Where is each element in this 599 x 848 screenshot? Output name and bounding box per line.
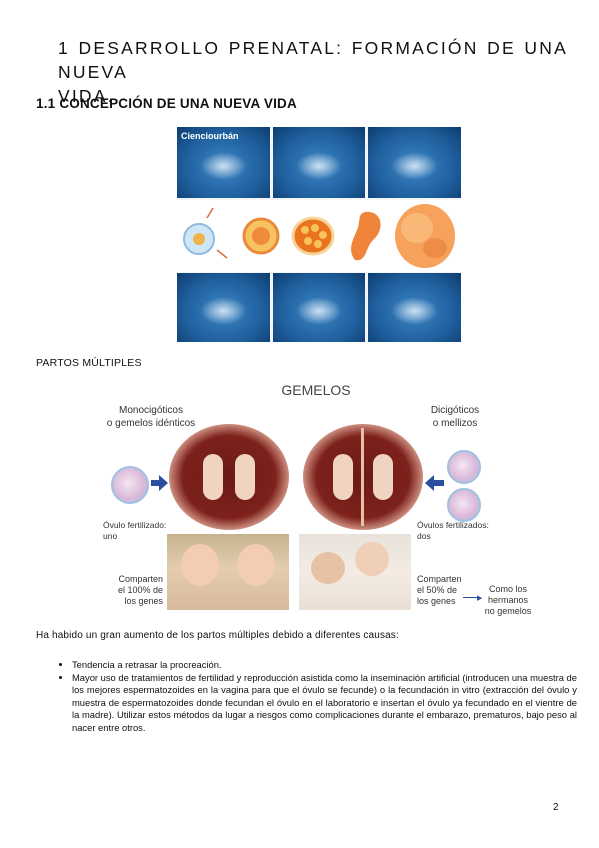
- chapter-title-line1: 1 DESARROLLO PRENATAL: FORMACIÓN DE UNA …: [58, 38, 568, 82]
- arrow-right-icon: ▶: [477, 595, 483, 602]
- section-title: 1.1 CONCEPCIÓN DE UNA NUEVA VIDA: [36, 96, 297, 111]
- arrow-right-icon: [159, 475, 168, 491]
- fetus-figure: [373, 454, 393, 500]
- arrow-shaft: [151, 480, 161, 486]
- identical-twins-photo: [167, 534, 289, 610]
- chapter-title: 1 DESARROLLO PRENATAL: FORMACIÓN DE UNA …: [58, 36, 568, 108]
- embryo-development-strip: [177, 200, 461, 272]
- ovum-nucleus: [193, 233, 205, 245]
- share-50-label: Comparten el 50% de los genes: [417, 574, 462, 606]
- early-embryo-shape: [351, 211, 381, 261]
- fetus-figure: [235, 454, 255, 500]
- ultrasound-image: [177, 273, 270, 342]
- dizygotic-label: Dicigóticos o mellizos: [430, 405, 480, 429]
- causes-list: Tendencia a retrasar la procreación. May…: [58, 659, 577, 735]
- twins-figure: GEMELOS Monocigóticos o gemelos idéntico…: [95, 380, 537, 620]
- arrow-shaft: [434, 480, 444, 486]
- arrow-shaft: [463, 597, 479, 598]
- fraternal-twins-photo: [299, 534, 411, 610]
- baby-face: [237, 544, 275, 586]
- ultrasound-image: [273, 273, 365, 342]
- womb-dizygotic: [303, 424, 423, 530]
- baby-face: [355, 542, 389, 576]
- embryo-stages-svg: [183, 204, 455, 268]
- morula-shape: [291, 216, 335, 256]
- twins-title: GEMELOS: [281, 382, 351, 398]
- page-number: 2: [553, 802, 559, 813]
- fetus-figure: [333, 454, 353, 500]
- baby-face: [311, 552, 345, 584]
- arrow-left-icon: [425, 475, 434, 491]
- ultrasound-image: [177, 127, 270, 198]
- fertilized-ovum-icon: [447, 488, 481, 522]
- watermark: Cienciourbán: [181, 131, 239, 141]
- fertilized-ovum-icon: [111, 466, 149, 504]
- zygote-core: [252, 227, 270, 245]
- share-100-label: Comparten el 100% de los genes: [117, 574, 163, 606]
- ultrasound-image: [273, 127, 365, 198]
- two-ova-label: Óvulos fertilizados: dos: [417, 520, 489, 541]
- fetus-figure: [203, 454, 223, 500]
- chapter-title-line2: VIDA.: [58, 86, 115, 106]
- list-item: Tendencia a retrasar la procreación.: [72, 659, 577, 672]
- intro-paragraph: Ha habido un gran aumento de los partos …: [36, 630, 399, 641]
- monozygotic-label: Monocigóticos o gemelos idénticos: [106, 405, 196, 429]
- siblings-label: Como los hermanos no gemelos: [484, 584, 532, 616]
- baby-face: [181, 544, 219, 586]
- ultrasound-image: [368, 273, 461, 342]
- list-item: Mayor uso de tratamientos de fertilidad …: [72, 672, 577, 735]
- multiple-births-label: PARTOS MÚLTIPLES: [36, 357, 142, 369]
- one-ovum-label: Óvulo fertilizado: uno: [103, 520, 167, 541]
- fertilized-ovum-icon: [447, 450, 481, 484]
- ultrasound-image: [368, 127, 461, 198]
- membrane-divider: [361, 428, 364, 526]
- conception-figure: Cienciourbán: [177, 127, 461, 342]
- womb-monozygotic: [169, 424, 289, 530]
